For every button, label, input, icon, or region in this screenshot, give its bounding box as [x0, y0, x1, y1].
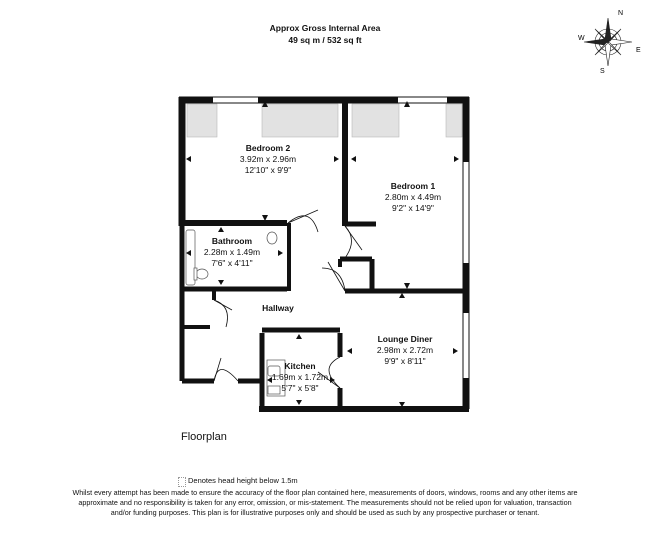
room-bedroom2-name: Bedroom 2 — [245, 143, 291, 153]
hob-icon — [267, 385, 281, 395]
room-bedroom1: Bedroom 1 2.80m x 4.49m 9'2" x 14'9" — [363, 181, 463, 214]
room-hallway: Hallway — [248, 303, 308, 314]
compass-s: S — [600, 68, 605, 75]
room-bathroom-imperial: 7'6" x 4'11" — [211, 258, 253, 268]
dimension-arrows — [186, 101, 459, 407]
compass-w: W — [578, 35, 585, 42]
room-bedroom2-metric: 3.92m x 2.96m — [239, 154, 297, 164]
compass-icon: N E S W — [578, 10, 641, 75]
room-lounge-imperial: 9'9" x 8'11" — [384, 356, 426, 366]
room-kitchen-metric: 1.69m x 1.72m — [271, 372, 329, 382]
floorplan-title: Floorplan — [181, 431, 227, 443]
room-hallway-name: Hallway — [262, 303, 294, 313]
bath-tub-icon — [185, 229, 196, 286]
area-header: Approx Gross Internal Area 49 sq m / 532… — [0, 22, 650, 46]
room-bedroom1-imperial: 9'2" x 14'9" — [392, 203, 434, 213]
walls — [178, 96, 470, 412]
room-kitchen-name: Kitchen — [284, 361, 316, 371]
room-bedroom2: Bedroom 2 3.92m x 2.96m 12'10" x 9'9" — [218, 143, 318, 176]
room-kitchen-imperial: 5'7" x 5'8" — [281, 383, 319, 393]
room-bedroom1-name: Bedroom 1 — [390, 181, 436, 191]
compass-n: N — [618, 10, 623, 17]
fixtures — [185, 229, 286, 397]
area-value: 49 sq m / 532 sq ft — [288, 35, 362, 45]
room-lounge-name: Lounge Diner — [377, 334, 433, 344]
room-bathroom: Bathroom 2.28m x 1.49m 7'6" x 4'11" — [190, 236, 274, 269]
sink-icon — [267, 365, 281, 377]
toilet-icon — [195, 268, 209, 280]
room-lounge-metric: 2.98m x 2.72m — [376, 345, 434, 355]
area-title: Approx Gross Internal Area — [269, 23, 381, 33]
room-bathroom-metric: 2.28m x 1.49m — [203, 247, 261, 257]
legend-text: Denotes head height below 1.5m — [188, 476, 298, 485]
disclaimer: Whilst every attempt has been made to en… — [72, 488, 578, 518]
compass-e: E — [636, 47, 641, 54]
basin-icon — [266, 231, 278, 245]
low-ceiling-legend-icon — [178, 477, 186, 487]
doors — [213, 209, 363, 389]
low-ceiling-areas — [186, 103, 463, 138]
room-bedroom1-metric: 2.80m x 4.49m — [384, 192, 442, 202]
room-lounge: Lounge Diner 2.98m x 2.72m 9'9" x 8'11" — [355, 334, 455, 367]
room-kitchen: Kitchen 1.69m x 1.72m 5'7" x 5'8" — [262, 361, 338, 394]
room-bedroom2-imperial: 12'10" x 9'9" — [244, 165, 292, 175]
room-bathroom-name: Bathroom — [211, 236, 253, 246]
